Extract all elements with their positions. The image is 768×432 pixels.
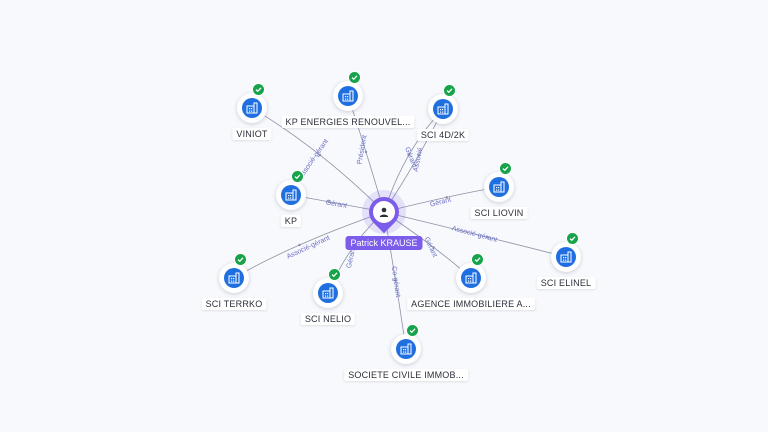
company-icon [461, 268, 481, 288]
edge-arrow-marker [364, 150, 368, 154]
company-label: VINIOT [232, 128, 272, 140]
company-label: SCI ELINEL [536, 277, 596, 289]
company-label: SCI LIOVIN [470, 207, 528, 219]
verified-check-icon [328, 268, 341, 281]
relation-label: Gérant [346, 246, 357, 268]
relation-label: Associé-gérant [286, 235, 331, 261]
company-label: KP [280, 215, 302, 227]
relation-label: Gérant [429, 196, 452, 208]
edge-arrow-marker [298, 243, 301, 247]
company-icon [338, 86, 358, 106]
person-name-label: Patrick KRAUSE [345, 236, 423, 250]
relation-label: Gérant [325, 199, 347, 210]
verified-check-icon [234, 253, 247, 266]
company-icon [318, 283, 338, 303]
company-label: SCI TERRKO [201, 298, 267, 310]
edge-arrow-marker [417, 154, 420, 157]
company-icon [242, 98, 262, 118]
company-icon [433, 99, 453, 119]
relation-label: Gérant [423, 236, 438, 258]
company-icon [224, 268, 244, 288]
edge-arrow-marker [318, 153, 322, 157]
company-label: AGENCE IMMOBILIERE A... [407, 298, 535, 310]
company-icon [489, 177, 509, 197]
edge-arrow-marker [445, 196, 448, 199]
verified-check-icon [291, 170, 304, 183]
verified-check-icon [499, 162, 512, 175]
relation-label: Associé [413, 147, 425, 173]
company-label: SCI 4D/2K [416, 129, 470, 141]
edge-arrow-marker [394, 279, 397, 282]
verified-check-icon [348, 71, 361, 84]
person-icon [373, 201, 395, 223]
relation-label: Associé-gérant [451, 225, 498, 244]
edge-arrow-marker [407, 154, 410, 157]
edge-arrow-marker [432, 246, 435, 249]
verified-check-icon [406, 324, 419, 337]
company-icon [396, 339, 416, 359]
verified-check-icon [443, 84, 456, 97]
company-label: SCI NELIO [300, 313, 356, 325]
verified-check-icon [252, 83, 265, 96]
company-icon [556, 247, 576, 267]
company-label: KP ENERGIES RENOUVEL... [281, 116, 415, 128]
verified-check-icon [471, 253, 484, 266]
relation-label: Co-gérant [390, 266, 401, 298]
company-label: SOCIETE CIVILE IMMOB... [344, 369, 468, 381]
edge-arrow-marker [486, 236, 489, 239]
relation-label: Président [357, 135, 369, 165]
company-icon [281, 185, 301, 205]
verified-check-icon [566, 232, 579, 245]
edge-arrow-marker [327, 200, 330, 203]
